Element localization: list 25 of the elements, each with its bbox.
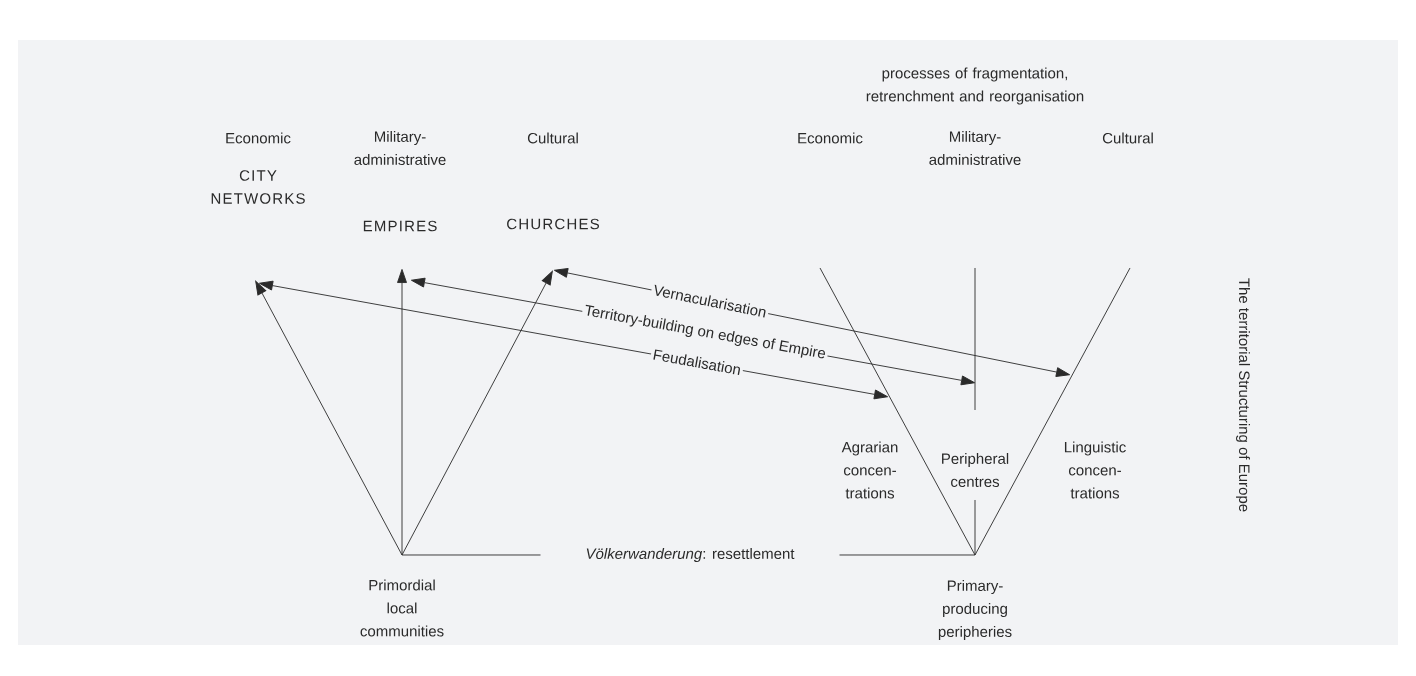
heading-label: EMPIRES: [363, 220, 437, 232]
arrow: [255, 280, 403, 556]
axis-label: Military- administrative: [929, 131, 1021, 165]
connector-line: [974, 499, 976, 556]
origin-label: Primary- producing peripheries: [938, 580, 1012, 640]
axis-label: Cultural: [527, 132, 578, 144]
outcome-label: Linguistic concen- trations: [1064, 441, 1126, 499]
axis-label: Cultural: [1102, 132, 1153, 144]
edge-label: Völkerwanderung: resettlement: [540, 546, 840, 564]
outcome-label: Peripheral centres: [942, 453, 1009, 487]
connector-line: [974, 267, 1131, 556]
heading-label: CHURCHES: [507, 218, 599, 230]
arrow: [401, 270, 553, 556]
outcome-label: Agrarian concen- trations: [841, 441, 898, 499]
arrow: [258, 280, 889, 400]
connector-line: [974, 267, 976, 411]
title: The territorial Structuring of Europe: [1236, 278, 1250, 512]
heading-label: CITY NETWORKS: [211, 170, 305, 204]
axis-label: Military- administrative: [354, 131, 446, 165]
connector-line: [819, 267, 976, 556]
arrow: [397, 268, 407, 556]
axis-label: Economic: [798, 132, 863, 144]
axis-label: processes of fragmentation, retrenchment and reorganisation: [866, 67, 1084, 105]
origin-label: Primordial local communities: [360, 579, 444, 637]
axis-label: Economic: [226, 132, 291, 144]
